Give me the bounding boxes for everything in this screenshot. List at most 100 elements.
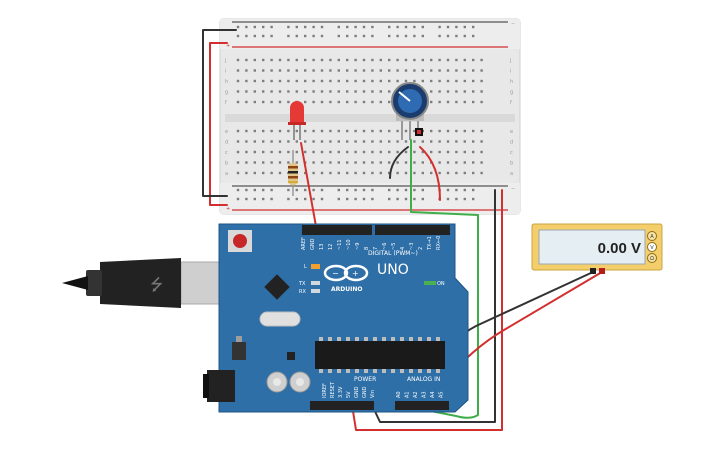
terminal-hole[interactable] xyxy=(295,140,298,143)
rail-hole[interactable] xyxy=(346,25,349,29)
terminal-hole[interactable] xyxy=(463,79,466,83)
terminal-hole[interactable] xyxy=(430,58,433,62)
rail-hole[interactable] xyxy=(270,25,273,29)
terminal-hole[interactable] xyxy=(262,79,265,83)
terminal-hole[interactable] xyxy=(421,69,424,72)
terminal-hole[interactable] xyxy=(404,58,408,62)
terminal-hole[interactable] xyxy=(245,161,248,164)
terminal-hole[interactable] xyxy=(446,140,450,143)
terminal-hole[interactable] xyxy=(253,171,256,175)
terminal-hole[interactable] xyxy=(337,100,340,104)
terminal-hole[interactable] xyxy=(455,100,458,104)
terminal-hole[interactable] xyxy=(362,90,366,93)
terminal-hole[interactable] xyxy=(270,150,273,154)
rail-hole[interactable] xyxy=(446,25,450,29)
terminal-hole[interactable] xyxy=(413,129,416,133)
terminal-hole[interactable] xyxy=(278,79,282,83)
terminal-hole[interactable] xyxy=(304,79,307,83)
rail-hole[interactable] xyxy=(472,188,475,192)
power-header[interactable] xyxy=(310,401,374,410)
reset-button[interactable] xyxy=(233,234,247,248)
terminal-hole[interactable] xyxy=(430,90,433,93)
rail-hole[interactable] xyxy=(362,34,366,38)
terminal-hole[interactable] xyxy=(413,140,416,143)
rail-hole[interactable] xyxy=(245,34,248,38)
terminal-hole[interactable] xyxy=(404,161,408,164)
terminal-hole[interactable] xyxy=(362,79,366,83)
terminal-hole[interactable] xyxy=(472,161,475,164)
terminal-hole[interactable] xyxy=(236,100,240,104)
terminal-hole[interactable] xyxy=(287,58,290,62)
terminal-hole[interactable] xyxy=(337,161,340,164)
rail-hole[interactable] xyxy=(455,197,458,201)
terminal-hole[interactable] xyxy=(463,171,466,175)
terminal-hole[interactable] xyxy=(404,79,408,83)
terminal-hole[interactable] xyxy=(236,129,240,133)
terminal-hole[interactable] xyxy=(245,100,248,104)
terminal-hole[interactable] xyxy=(463,140,466,143)
rail-hole[interactable] xyxy=(337,197,340,201)
terminal-hole[interactable] xyxy=(354,161,357,164)
rail-hole[interactable] xyxy=(287,188,290,192)
terminal-hole[interactable] xyxy=(472,129,475,133)
terminal-hole[interactable] xyxy=(472,140,475,143)
terminal-hole[interactable] xyxy=(463,100,466,104)
rail-hole[interactable] xyxy=(438,25,441,29)
rail-hole[interactable] xyxy=(388,188,391,192)
terminal-hole[interactable] xyxy=(270,69,273,72)
rail-hole[interactable] xyxy=(262,188,265,192)
terminal-hole[interactable] xyxy=(455,90,458,93)
terminal-hole[interactable] xyxy=(371,140,374,143)
rail-hole[interactable] xyxy=(312,34,315,38)
terminal-hole[interactable] xyxy=(446,58,450,62)
terminal-hole[interactable] xyxy=(388,79,391,83)
terminal-hole[interactable] xyxy=(463,129,466,133)
terminal-hole[interactable] xyxy=(337,129,340,133)
rail-hole[interactable] xyxy=(421,34,424,38)
terminal-hole[interactable] xyxy=(312,90,315,93)
terminal-hole[interactable] xyxy=(253,161,256,164)
terminal-hole[interactable] xyxy=(245,140,248,143)
rail-hole[interactable] xyxy=(245,25,248,29)
terminal-hole[interactable] xyxy=(404,129,408,133)
terminal-hole[interactable] xyxy=(346,79,349,83)
rail-hole[interactable] xyxy=(404,34,408,38)
terminal-hole[interactable] xyxy=(362,161,366,164)
terminal-hole[interactable] xyxy=(480,58,483,62)
rail-hole[interactable] xyxy=(371,25,374,29)
rail-hole[interactable] xyxy=(388,197,391,201)
terminal-hole[interactable] xyxy=(295,161,298,164)
terminal-hole[interactable] xyxy=(278,150,282,154)
probe-com-terminal[interactable] xyxy=(590,268,596,274)
rail-hole[interactable] xyxy=(388,34,391,38)
wire-rail-to-gnd[interactable] xyxy=(371,189,496,423)
terminal-hole[interactable] xyxy=(312,161,315,164)
rail-hole[interactable] xyxy=(270,188,273,192)
terminal-hole[interactable] xyxy=(472,58,475,62)
terminal-hole[interactable] xyxy=(329,69,332,72)
terminal-hole[interactable] xyxy=(270,161,273,164)
terminal-hole[interactable] xyxy=(463,58,466,62)
terminal-hole[interactable] xyxy=(236,58,240,62)
terminal-hole[interactable] xyxy=(312,100,315,104)
terminal-hole[interactable] xyxy=(362,140,366,143)
terminal-hole[interactable] xyxy=(421,150,424,154)
rail-hole[interactable] xyxy=(262,197,265,201)
rail-hole[interactable] xyxy=(421,197,424,201)
terminal-hole[interactable] xyxy=(388,150,391,154)
terminal-hole[interactable] xyxy=(270,140,273,143)
terminal-hole[interactable] xyxy=(396,171,399,175)
terminal-hole[interactable] xyxy=(438,58,441,62)
terminal-hole[interactable] xyxy=(320,171,324,175)
terminal-hole[interactable] xyxy=(480,69,483,72)
terminal-hole[interactable] xyxy=(388,90,391,93)
terminal-hole[interactable] xyxy=(320,69,324,72)
rail-hole[interactable] xyxy=(304,197,307,201)
terminal-hole[interactable] xyxy=(438,90,441,93)
terminal-hole[interactable] xyxy=(287,140,290,143)
rail-hole[interactable] xyxy=(396,197,399,201)
terminal-hole[interactable] xyxy=(388,100,391,104)
terminal-hole[interactable] xyxy=(362,100,366,104)
terminal-hole[interactable] xyxy=(304,90,307,93)
